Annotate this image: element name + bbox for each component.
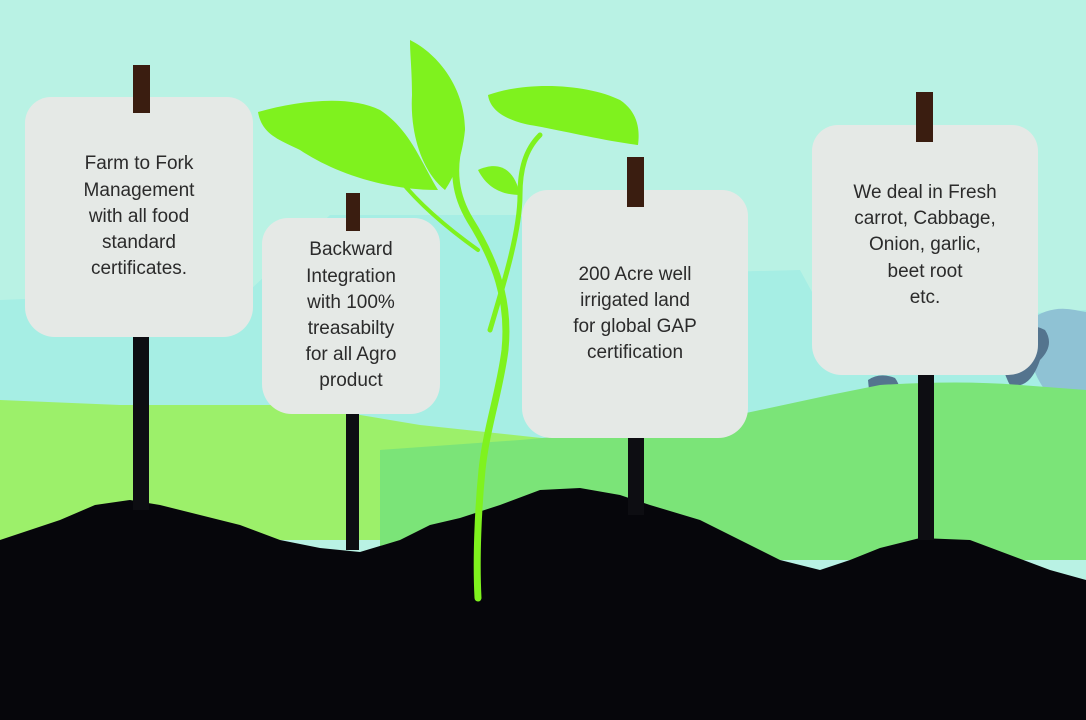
sign-farm-to-fork: Farm to Fork Management with all food st…: [25, 97, 253, 337]
leaf-left-large: [258, 100, 438, 190]
sign-post-4: [918, 355, 934, 540]
sign-stake-1: [133, 65, 150, 113]
soil-ground: [0, 488, 1086, 720]
sign-acre-land: 200 Acre well irrigated land for global …: [522, 190, 748, 438]
sprout-stem: [452, 136, 510, 602]
sign-stake-4: [916, 92, 933, 142]
sign-post-1: [133, 330, 149, 510]
sign-stake-3: [627, 157, 644, 207]
stone-right: [1030, 308, 1086, 390]
sign-backward-integration: Backward Integration with 100% treasabil…: [262, 218, 440, 414]
sign-post-2: [346, 400, 359, 550]
leaf-top: [410, 40, 465, 190]
sprout-plant: [258, 40, 639, 602]
sign-fresh-produce: We deal in Fresh carrot, Cabbage, Onion,…: [812, 125, 1038, 375]
sign-stake-2: [346, 193, 360, 231]
leaf-small: [478, 166, 520, 195]
leaf-right: [488, 85, 639, 145]
sprout-branch-right: [487, 132, 543, 333]
sign-post-3: [628, 425, 644, 515]
